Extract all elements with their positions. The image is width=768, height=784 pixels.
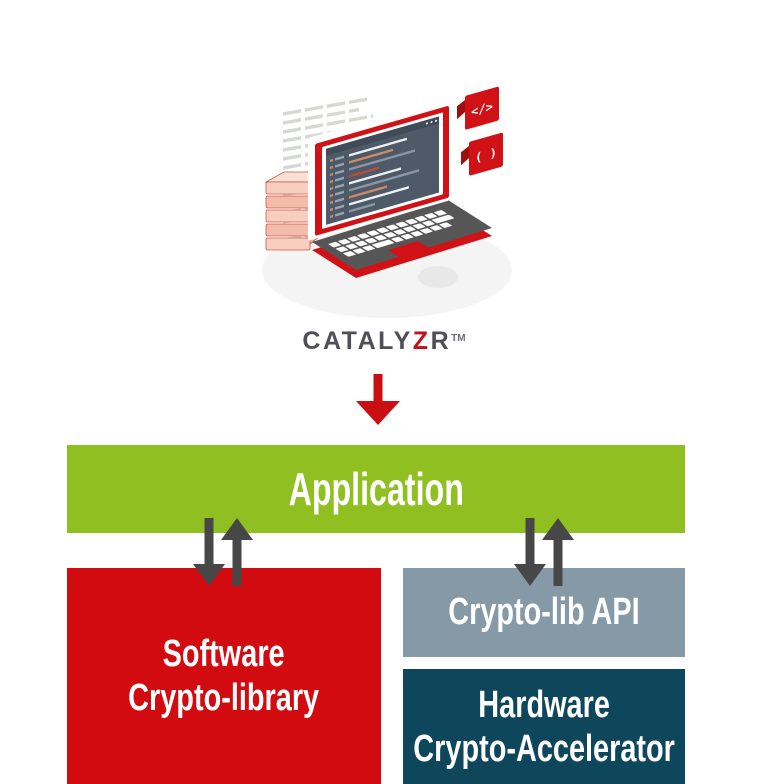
flow-down-arrow bbox=[356, 374, 400, 425]
hardware-crypto-accelerator-label: Hardware Crypto-Accelerator bbox=[413, 683, 675, 771]
application-box: Application bbox=[67, 445, 685, 533]
crypto-lib-api-label: Crypto-lib API bbox=[448, 591, 640, 633]
trackpad bbox=[387, 240, 430, 258]
software-crypto-library-label: Software Crypto-library bbox=[129, 632, 320, 720]
keyboard-keys bbox=[328, 210, 454, 258]
code-tag-2-icon: ( ) bbox=[461, 132, 503, 176]
brand-suffix: R bbox=[430, 327, 452, 355]
hardware-crypto-accelerator-box: Hardware Crypto-Accelerator bbox=[403, 669, 685, 784]
laptop-illustration-svg: </> ( ) bbox=[262, 86, 512, 318]
code-tag-1-icon: </> bbox=[457, 86, 499, 130]
software-crypto-library-box: Software Crypto-library bbox=[67, 568, 381, 784]
laptop-illustration: </> ( ) bbox=[250, 72, 540, 327]
hardware-line2: Crypto-Accelerator bbox=[413, 727, 675, 770]
exchange-arrows-right bbox=[514, 518, 574, 586]
code-tag-1-glyph: </> bbox=[471, 99, 493, 119]
trademark-symbol: TM bbox=[451, 333, 466, 344]
application-label: Application bbox=[288, 463, 464, 515]
code-tag-2-glyph: ( ) bbox=[475, 145, 497, 165]
software-line2: Crypto-library bbox=[128, 677, 320, 719]
hardware-line1: Hardware bbox=[478, 683, 610, 726]
brand-prefix: CATALY bbox=[302, 327, 413, 355]
software-line1: Software bbox=[163, 633, 285, 675]
laptop-screen bbox=[308, 98, 449, 241]
exchange-arrows-left bbox=[193, 518, 253, 586]
screen-sidebar-code bbox=[330, 155, 344, 219]
crypto-lib-api-box: Crypto-lib API bbox=[403, 568, 685, 657]
screen-main-code bbox=[349, 137, 419, 213]
brand-accent-letter: Z bbox=[412, 327, 431, 355]
brand-wordmark: CATALYZRTM bbox=[0, 329, 768, 354]
shadow-ellipse bbox=[418, 266, 458, 288]
